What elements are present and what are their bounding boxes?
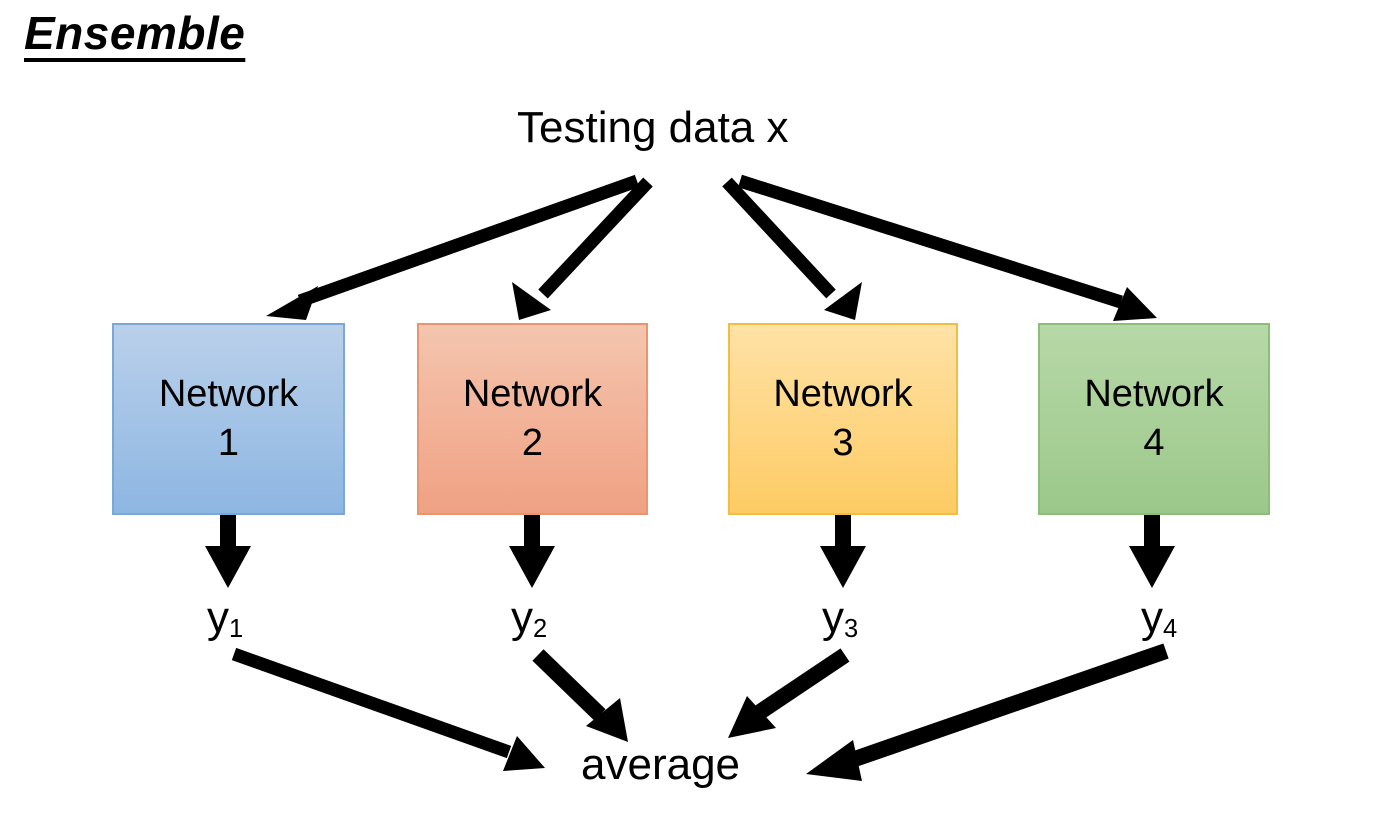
node-network-4-line1: Network xyxy=(1084,373,1224,416)
node-network-4[interactable]: Network 4 xyxy=(1038,323,1270,515)
input-label: Testing data x xyxy=(517,103,789,152)
node-network-1[interactable]: Network 1 xyxy=(112,323,345,515)
output-label-y3: y3 xyxy=(822,593,858,643)
output-label-y3-subscript: 3 xyxy=(844,614,859,643)
arrow-y1-to-average xyxy=(231,647,545,771)
output-label-y2-base: y xyxy=(511,593,533,642)
arrow-network-2-to-y2 xyxy=(509,515,555,588)
node-network-2[interactable]: Network 2 xyxy=(417,323,648,515)
output-label-y3-base: y xyxy=(822,593,844,642)
arrow-y4-to-average xyxy=(806,643,1169,781)
node-network-3-line1: Network xyxy=(773,373,913,416)
node-network-1-line1: Network xyxy=(158,373,299,416)
output-label-y4: y4 xyxy=(1141,593,1177,643)
node-network-3-line2: 3 xyxy=(832,422,854,464)
arrow-network-1-to-y1 xyxy=(205,515,251,588)
arrow-y2-to-average xyxy=(532,649,628,742)
arrow-network-3-to-y3 xyxy=(820,515,866,588)
arrow-input-to-network-3 xyxy=(722,177,862,320)
output-label-y1-base: y xyxy=(207,593,229,642)
node-network-2-line2: 2 xyxy=(521,422,544,464)
page-title: Ensemble xyxy=(24,7,246,59)
node-network-2-line1: Network xyxy=(462,373,603,416)
arrow-input-to-network-4 xyxy=(738,174,1157,321)
output-label-y2: y2 xyxy=(511,593,547,643)
node-network-3[interactable]: Network 3 xyxy=(728,323,958,515)
node-network-4-line2: 4 xyxy=(1143,422,1165,464)
output-label-y1-subscript: 1 xyxy=(229,614,244,643)
arrow-y3-to-average xyxy=(728,648,850,738)
output-label-average: average xyxy=(581,740,741,789)
arrow-network-4-to-y4 xyxy=(1129,515,1175,588)
output-label-y2-subscript: 2 xyxy=(533,614,548,643)
arrow-input-to-network-2 xyxy=(512,177,653,320)
node-network-1-line2: 1 xyxy=(217,422,240,464)
output-label-y1: y1 xyxy=(207,593,243,643)
arrow-input-to-network-1 xyxy=(266,174,640,320)
output-label-y4-base: y xyxy=(1141,593,1163,642)
output-label-y4-subscript: 4 xyxy=(1163,614,1178,643)
